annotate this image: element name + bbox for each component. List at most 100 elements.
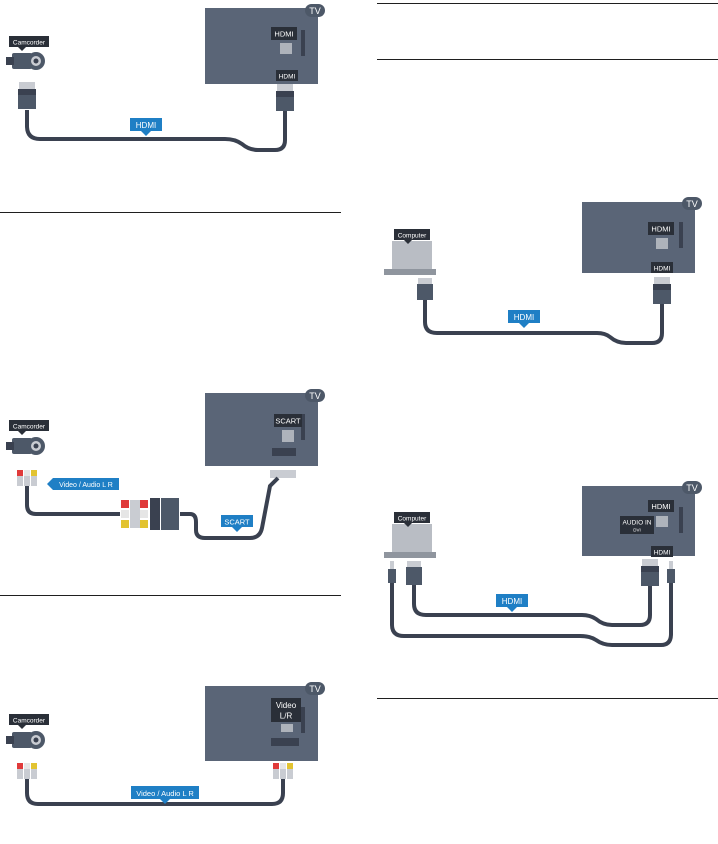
diagram-computer-hdmi: TV HDMI HDMI Computer HDMI [384,197,702,345]
tv-badge: TV [305,4,325,17]
separator-rule [377,59,718,60]
svg-text:L/R: L/R [280,712,293,721]
hdmi-cable-end [406,567,422,585]
adapter-label: SCART [221,515,253,532]
svg-text:HDMI: HDMI [514,313,534,322]
tv-badge: TV [305,389,325,402]
rca-plugs-icon [273,763,293,779]
diagram-camcorder-scart: TV SCART Camcorder Video / Audio L R [6,389,325,540]
rca-cable [25,486,120,516]
rca-cable [25,779,285,806]
cable-label: HDMI [496,594,528,612]
hdmi-plug-icon [276,84,294,111]
svg-text:HDMI: HDMI [274,30,293,39]
device-label: Camcorder [9,36,49,51]
svg-text:Video / Audio L R: Video / Audio L R [59,482,113,489]
hdmi-cable-end [418,278,432,284]
svg-text:SCART: SCART [275,417,301,426]
svg-text:Camcorder: Camcorder [13,718,46,725]
svg-text:TV: TV [686,483,698,493]
tv-screen [582,202,695,273]
audio-jack-icon [667,561,675,583]
diagram-camcorder-video-audio: TV Video L/R Camcorder Video / Audio L R [6,682,325,806]
device-label: Camcorder [9,420,49,435]
svg-text:HDMI: HDMI [651,502,670,511]
hdmi-cable-end [407,561,421,567]
separator-rule [0,212,341,213]
svg-text:HDMI: HDMI [654,266,671,273]
tv-connector-strip [271,738,299,746]
hdmi-port [656,238,668,249]
audio-jack-icon [388,561,396,583]
hdmi-cable [412,585,652,627]
hdmi-port-label: HDMI [271,27,297,40]
video-port [281,724,293,732]
scart-connector [272,448,296,456]
svg-text:TV: TV [309,391,321,401]
video-port-label: Video L/R [271,698,301,722]
hdmi-plug-icon [641,559,659,586]
tv-side-slot [679,507,683,533]
scart-cable [180,476,280,540]
svg-text:Camcorder: Camcorder [13,424,46,431]
hdmi-port-label: HDMI [648,500,674,512]
hdmi-port-label: HDMI [648,222,674,235]
laptop-icon [384,241,436,275]
svg-text:AUDIO IN: AUDIO IN [623,520,652,527]
svg-text:HDMI: HDMI [279,74,296,81]
hdmi-cable [423,300,664,345]
rca-plugs-icon [17,470,37,486]
svg-text:HDMI: HDMI [651,225,670,234]
device-label: Camcorder [9,714,49,729]
camcorder-icon [6,437,45,455]
cable-label: HDMI [508,310,540,328]
hdmi-plug-label: HDMI [276,70,298,81]
hdmi-plug-icon [653,277,671,304]
hdmi-plug-label: HDMI [651,262,673,273]
scart-port [282,430,294,442]
svg-text:Camcorder: Camcorder [13,40,46,47]
cable-label: HDMI [130,118,162,136]
diagram-camcorder-hdmi: TV HDMI HDMI Camcorder HDMI [6,4,325,152]
tv-side-slot [301,707,305,733]
svg-text:Video / Audio L R: Video / Audio L R [136,789,194,798]
tv-badge: TV [682,481,702,494]
tv-screen [205,8,318,84]
cable-label: Video / Audio L R [131,786,199,804]
svg-text:Video: Video [276,701,297,710]
hdmi-cable-end [417,284,433,300]
scart-adapter-icon [121,498,179,530]
tv-screen [205,393,318,466]
svg-text:Computer: Computer [398,516,427,523]
tv-side-slot [679,222,683,248]
device-label: Computer [394,512,430,527]
diagram-computer-dvi-audio: TV HDMI AUDIO IN DVI HDMI Computer [384,481,702,647]
svg-text:SCART: SCART [224,518,250,527]
cable-label: Video / Audio L R [47,478,119,490]
svg-text:HDMI: HDMI [654,550,671,557]
svg-text:HDMI: HDMI [502,597,522,606]
hdmi-plug-label: HDMI [651,546,673,557]
tv-side-slot [301,30,305,56]
audio-cable [390,583,673,647]
device-label: Computer [394,229,430,244]
scart-plug-top [270,470,296,478]
svg-text:HDMI: HDMI [136,121,156,130]
audio-in-label: AUDIO IN DVI [620,516,654,534]
svg-text:TV: TV [309,684,321,694]
scart-port-label: SCART [274,414,302,427]
separator-rule [377,698,718,699]
laptop-icon [384,524,436,558]
svg-text:TV: TV [686,199,698,209]
hdmi-cable [25,110,287,152]
hdmi-port [280,43,292,54]
rca-plugs-icon [17,763,37,779]
separator-rule [0,595,341,596]
tv-badge: TV [682,197,702,210]
camcorder-icon [6,731,45,749]
hdmi-port [656,516,668,527]
svg-text:Computer: Computer [398,233,427,240]
tv-badge: TV [305,682,325,695]
tv-side-slot [301,414,305,440]
